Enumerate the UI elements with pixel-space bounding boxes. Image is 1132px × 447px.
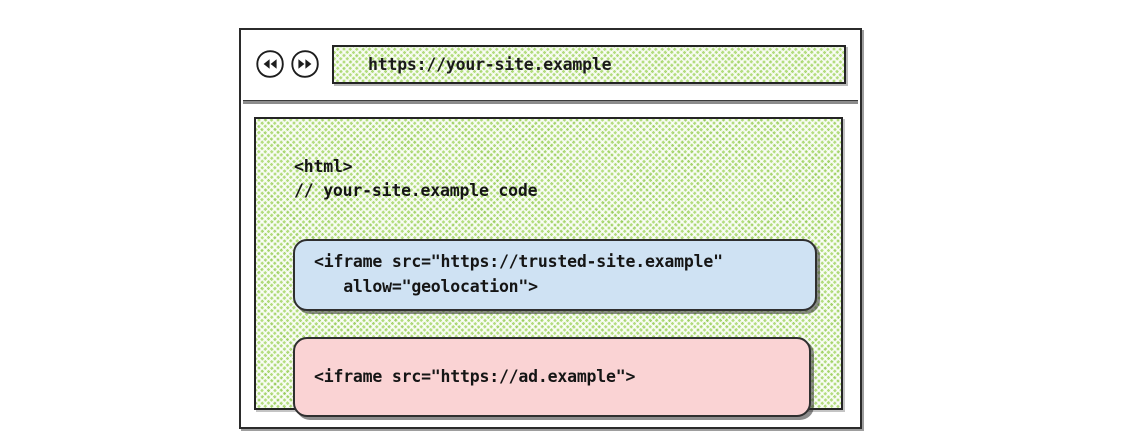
trusted-iframe-code: <iframe src="https://trusted-site.exampl…: [295, 250, 723, 300]
code-line-comment: // your-site.example code: [294, 180, 538, 200]
url-bar[interactable]: https://your-site.example: [332, 44, 846, 84]
forward-button[interactable]: [289, 48, 321, 80]
browser-window: https://your-site.example <html> // your…: [239, 28, 862, 429]
code-line-html: <html>: [294, 157, 353, 176]
back-button[interactable]: [254, 48, 286, 80]
navigation-buttons: [254, 48, 321, 80]
page-viewport: <html> // your-site.example code <iframe…: [254, 117, 843, 417]
toolbar-divider: [243, 100, 858, 104]
url-text: https://your-site.example: [368, 54, 612, 74]
trusted-iframe-code-line-2: allow="geolocation">: [314, 277, 538, 296]
trusted-iframe-code-line-1: <iframe src="https://trusted-site.exampl…: [314, 252, 723, 272]
page-source-code: <html> // your-site.example code: [294, 155, 841, 203]
trusted-site-iframe[interactable]: <iframe src="https://trusted-site.exampl…: [293, 239, 817, 311]
ad-iframe-code-line-1: <iframe src="https://ad.example">: [314, 366, 636, 386]
ad-iframe[interactable]: <iframe src="https://ad.example">: [293, 337, 811, 417]
ad-iframe-code: <iframe src="https://ad.example">: [295, 365, 635, 390]
fast-forward-icon: [291, 50, 319, 78]
browser-toolbar: https://your-site.example: [241, 30, 860, 98]
rewind-icon: [256, 50, 284, 78]
